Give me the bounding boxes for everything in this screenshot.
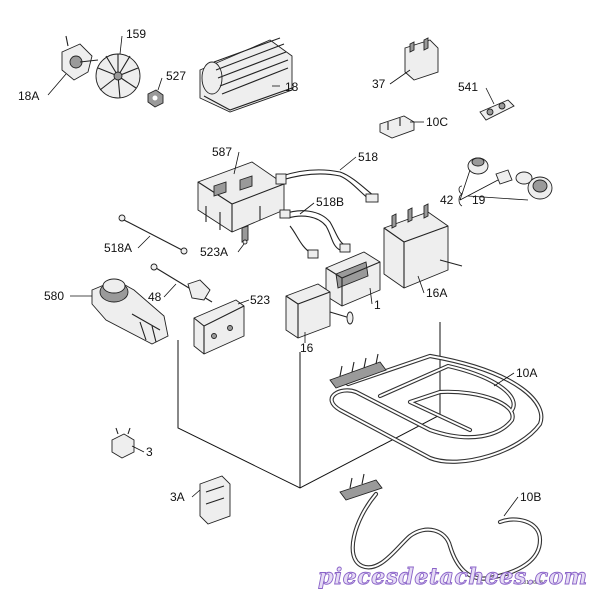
part-16a-selector	[383, 203, 463, 289]
part-523-bracket	[193, 299, 245, 355]
part-518-harness	[275, 169, 379, 203]
part-16-thermostat	[285, 283, 354, 339]
watermark-text: piecesdetachees.com	[318, 564, 588, 590]
part-580-motor	[91, 278, 169, 345]
oven-cavity-outline	[177, 322, 441, 489]
part-518a-probe-wire	[118, 214, 188, 255]
label-10c: 10C	[426, 115, 448, 129]
label-19: 19	[472, 193, 486, 207]
label-3a: 3A	[170, 490, 185, 504]
label-3: 3	[146, 445, 153, 459]
bracket-42	[458, 185, 463, 207]
label-587: 587	[212, 145, 232, 159]
label-541: 541	[458, 80, 478, 94]
label-42: 42	[440, 193, 454, 207]
part-541-terminal	[479, 99, 515, 121]
reference-labels: 18A 159 527 18 37 541 10C 587 518 518B 4…	[18, 27, 541, 504]
label-518b: 518B	[316, 195, 344, 209]
part-159-fan-blade	[95, 53, 141, 99]
part-3-safety-thermostat	[111, 427, 135, 459]
part-18a-fan-motor	[61, 35, 99, 81]
part-3a-clip	[199, 475, 231, 525]
label-16: 16	[300, 341, 314, 355]
label-16a: 16A	[426, 286, 447, 300]
label-37: 37	[372, 77, 386, 91]
part-42-lamp-assembly	[467, 157, 553, 200]
part-1-programmer	[325, 251, 381, 307]
label-518a: 518A	[104, 241, 132, 255]
part-18-tangential-fan	[199, 37, 293, 113]
part-10c-connector	[379, 115, 415, 139]
drawing-code: E01/06/38	[520, 580, 543, 586]
part-523a-clip	[241, 225, 249, 245]
label-18a: 18A	[18, 89, 39, 103]
label-1: 1	[374, 298, 381, 312]
label-580: 580	[44, 289, 64, 303]
label-518: 518	[358, 150, 378, 164]
part-518b-harness	[279, 209, 351, 259]
label-10b: 10B	[520, 490, 541, 504]
label-527: 527	[166, 69, 186, 83]
part-10a-grill-element	[329, 353, 544, 464]
leader-lines	[47, 35, 529, 517]
part-10b-bottom-element	[339, 473, 543, 581]
label-523: 523	[250, 293, 270, 307]
label-10a: 10A	[516, 366, 537, 380]
label-18: 18	[285, 80, 299, 94]
label-159: 159	[126, 27, 146, 41]
label-48: 48	[148, 290, 162, 304]
label-523a: 523A	[200, 245, 228, 259]
part-48-rod	[150, 263, 213, 303]
part-527-nut	[147, 89, 164, 108]
part-37-block	[404, 37, 439, 81]
part-587-module	[197, 161, 285, 233]
